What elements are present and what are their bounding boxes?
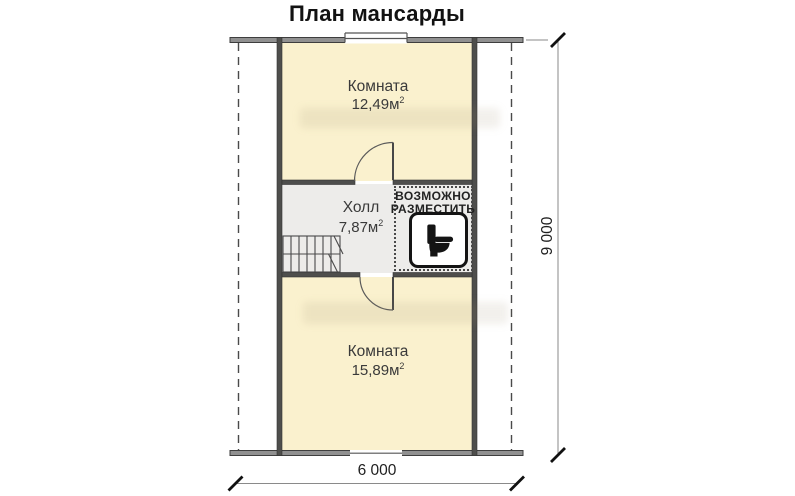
- door-arc-top-room: [353, 141, 394, 182]
- door-arc-bottom-room: [359, 276, 394, 311]
- doors: [353, 141, 394, 311]
- width-dimension-ticks: [227, 475, 525, 492]
- hall-top-wall-right: [392, 179, 473, 185]
- roof-edge-lines: [237, 43, 513, 450]
- width-dimension-label: 6 000: [357, 462, 397, 479]
- inner-walls: [276, 37, 478, 456]
- hall-label: Холл: [342, 199, 380, 216]
- hall-bottom-wall-right: [392, 272, 473, 278]
- toilet-icon: [427, 224, 454, 257]
- hall-area: 7,87м2: [338, 218, 384, 236]
- room-top-area: 12,49м2: [351, 95, 405, 113]
- stair-break-line: [328, 235, 344, 273]
- badge-text-line1: ВОЗМОЖНО: [395, 189, 471, 203]
- dimension-lines: [227, 32, 566, 492]
- top-window: [344, 32, 408, 43]
- hall-bottom-wall-left: [281, 272, 361, 278]
- left-room-wall: [276, 37, 283, 456]
- height-dimension-label: 9 000: [539, 216, 556, 256]
- room-top-label: Комната: [347, 78, 409, 95]
- windows: [344, 30, 408, 457]
- room-bottom-label: Комната: [347, 343, 409, 360]
- possible-placement-badge: [394, 186, 473, 271]
- staircase: [282, 235, 344, 273]
- toilet-icon-frame: [409, 212, 468, 268]
- watermark: [300, 108, 500, 128]
- page-title: План мансарды: [289, 1, 465, 26]
- top-window-gap: [345, 30, 407, 44]
- room-top-floor: [282, 40, 472, 181]
- height-dimension-ticks: [550, 32, 566, 463]
- room-bottom-area: 15,89м2: [351, 361, 405, 379]
- watermark: [303, 302, 508, 324]
- hall-top-wall-left: [281, 179, 356, 185]
